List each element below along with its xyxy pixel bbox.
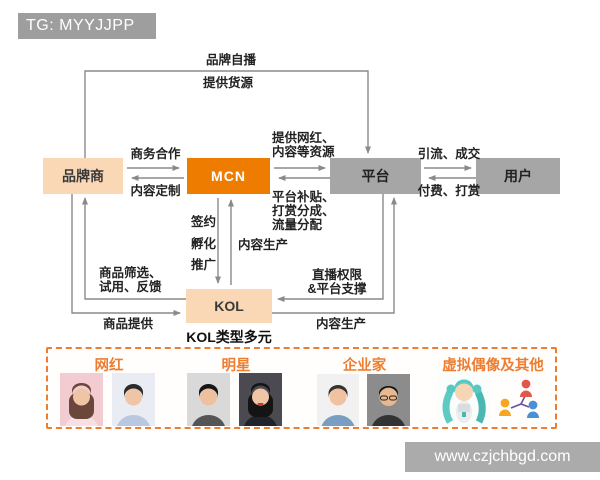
category-label-entrepreneur: 企业家 <box>342 358 387 374</box>
category-label-celebrity: 明星 <box>221 358 251 374</box>
label-mcn-to-platform-2: 内容等资源 <box>272 145 335 159</box>
portrait-entrepreneur-2 <box>367 374 410 426</box>
label-brand-selfbroadcast-2: 提供货源 <box>202 76 253 90</box>
edge-kol-to-platform <box>272 197 397 314</box>
label-kol-to-brand-2: 试用、反馈 <box>99 280 162 294</box>
label-platform-to-kol-2: &平台支撑 <box>307 282 367 296</box>
label-kol-to-brand-1: 商品筛选、 <box>99 266 162 280</box>
category-label-influencer: 网红 <box>94 358 124 374</box>
category-label-virtual-idol: 虚拟偶像及其他 <box>442 358 544 374</box>
label-brand-to-mcn: 商务合作 <box>130 147 181 161</box>
watermark-bottom: www.czjchbgd.com <box>405 442 600 472</box>
watermark-top: TG: MYYJJPP <box>18 13 156 39</box>
label-mcn-to-brand: 内容定制 <box>130 184 181 198</box>
label-kol-to-platform: 内容生产 <box>316 317 367 331</box>
label-mcn-to-platform-1: 提供网红、 <box>272 131 335 145</box>
label-mcn-to-kol-3: 推广 <box>191 258 217 272</box>
virtual-idol-illustration <box>438 372 490 426</box>
people-network-icon <box>496 377 540 421</box>
portrait-influencer-1 <box>60 373 103 426</box>
edge-brand-selfbroadcast-to-platform <box>84 70 371 158</box>
edge-brand-to-kol <box>71 194 181 316</box>
label-brand-to-kol: 商品提供 <box>103 317 154 331</box>
label-user-to-platform: 付费、打赏 <box>417 184 481 198</box>
label-mcn-to-kol-2: 孵化 <box>191 237 217 251</box>
node-brand: 品牌商 <box>43 158 123 194</box>
label-platform-to-mcn-1: 平台补贴、 <box>272 190 335 204</box>
label-platform-to-user: 引流、成交 <box>417 147 481 161</box>
node-mcn: MCN <box>187 158 270 194</box>
node-kol: KOL <box>186 289 272 323</box>
portrait-entrepreneur-1 <box>317 374 359 426</box>
edge-platform-to-kol <box>277 194 384 302</box>
label-brand-selfbroadcast-1: 品牌自播 <box>205 53 256 67</box>
node-user: 用户 <box>476 158 560 194</box>
kol-caption: KOL类型多元 <box>186 329 272 345</box>
portrait-celebrity-2 <box>239 373 282 426</box>
label-platform-to-mcn-3: 流量分配 <box>272 218 323 232</box>
portrait-celebrity-1 <box>187 373 230 426</box>
label-platform-to-kol-1: 直播权限 <box>311 268 362 282</box>
label-kol-to-mcn: 内容生产 <box>238 238 289 252</box>
portrait-influencer-2 <box>112 373 155 426</box>
node-platform: 平台 <box>330 158 421 194</box>
label-mcn-to-kol-1: 签约 <box>191 215 217 229</box>
label-platform-to-mcn-2: 打赏分成、 <box>272 204 335 218</box>
edge-kol-to-brand <box>82 197 186 300</box>
